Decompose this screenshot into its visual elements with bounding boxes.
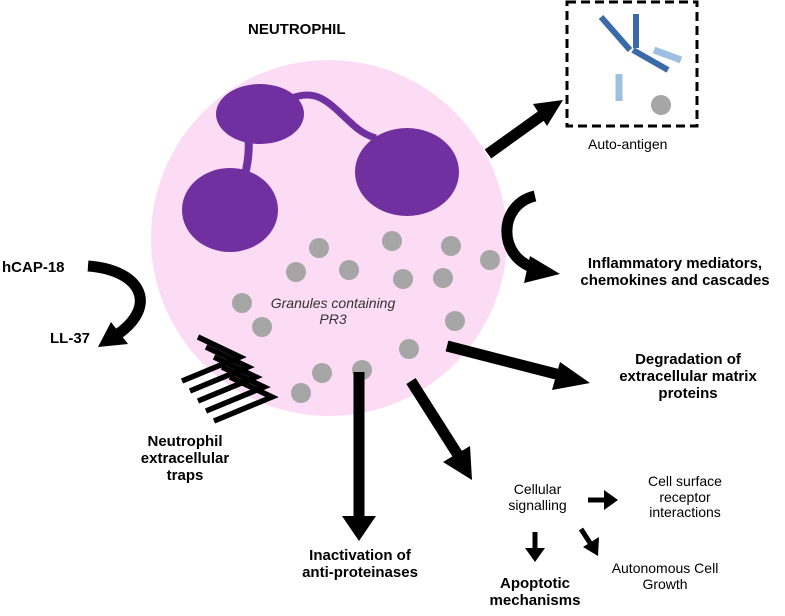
degradation-line: Degradation of [635, 351, 741, 368]
autonomous-line: Growth [642, 575, 688, 592]
antibody-icon [598, 14, 683, 115]
granules-label-line: PR3 [319, 310, 347, 327]
curved-arrow-inflammatory-head [524, 256, 560, 283]
granule [445, 311, 465, 331]
granule [252, 317, 272, 337]
chevron [204, 364, 271, 414]
arrow-to-degradation-head [552, 362, 590, 390]
granule [309, 238, 329, 258]
apoptotic-label: Apoptotic mechanisms [480, 575, 590, 610]
granule [382, 231, 402, 251]
nets-line: Neutrophil [147, 433, 223, 450]
degradation-label: Degradation of extracellular matrix prot… [598, 351, 778, 402]
granule [433, 268, 453, 288]
nucleus-bridge [290, 91, 377, 142]
autonomous-line: Autonomous Cell [611, 560, 719, 576]
inflammatory-line: Inflammatory mediators, [587, 255, 763, 272]
auto-antigen-box [565, 0, 699, 128]
arrow-to-apoptotic-head [525, 548, 545, 562]
apoptotic-line: mechanisms [489, 591, 581, 609]
autonomous-label: Autonomous Cell Growth [595, 560, 735, 592]
inactivation-label: Inactivation of anti-proteinases [285, 547, 435, 582]
nucleus-lobe-top [216, 84, 304, 144]
chevron [188, 344, 255, 394]
curved-arrow-inflammatory [501, 190, 560, 283]
receptor-line: interactions [649, 504, 721, 521]
arrow-to-antigen-shaft [484, 111, 545, 159]
granule [399, 339, 419, 359]
arrow-to-inactivation-head [342, 516, 376, 541]
granule [291, 383, 311, 403]
receptor-label: Cell surface receptor interactions [630, 473, 740, 521]
inactivation-line: Inactivation of [309, 547, 411, 564]
arrow-to-degradation-shaft [445, 340, 566, 382]
granules-label-line: Granules containing [270, 295, 396, 311]
signalling-line: signalling [508, 496, 567, 513]
nucleus [182, 84, 459, 252]
nets-chevrons [180, 334, 279, 424]
ll37-label: LL-37 [50, 330, 91, 347]
granule [312, 363, 332, 383]
chevron [212, 374, 279, 424]
inflammatory-label: Inflammatory mediators, chemokines and c… [570, 255, 780, 290]
receptor-line: receptor [659, 488, 711, 505]
granule [232, 293, 252, 313]
antibody-stem [631, 47, 670, 73]
auto-antigen-label: Auto-antigen [588, 136, 668, 152]
nucleus-lobe-right [355, 128, 459, 216]
granules [232, 231, 500, 403]
chevron [180, 334, 247, 384]
nets-line: extracellular [140, 449, 230, 467]
inactivation-line: anti-proteinases [302, 563, 418, 581]
granule [286, 262, 306, 282]
granule [480, 250, 500, 270]
nets-label: Neutrophil extracellular traps [130, 433, 240, 484]
signalling-line: Cellular [513, 481, 562, 497]
title-neutrophil: NEUTROPHIL [248, 21, 346, 38]
degradation-line: proteins [658, 384, 718, 402]
antibody-arm-left [598, 15, 633, 52]
arrow-to-autonomous-head [583, 537, 599, 556]
granule [393, 269, 413, 289]
curved-arrow-hcap-head [98, 322, 128, 347]
curved-arrow-hcap [87, 260, 146, 347]
hcap-label: hCAP-18 [2, 259, 65, 276]
nets-line: traps [166, 466, 204, 484]
granule [441, 236, 461, 256]
inflammatory-line: chemokines and cascades [580, 271, 770, 289]
straight-arrows [342, 100, 618, 562]
antigen-dot [651, 95, 671, 115]
arrow-to-receptor-head [604, 490, 618, 510]
degradation-line: extracellular matrix [619, 367, 757, 385]
nucleus-lobe-left [182, 168, 278, 252]
signalling-label: Cellular signalling [490, 481, 585, 513]
apoptotic-line: Apoptotic [500, 575, 570, 592]
curved-arrow-hcap-body [87, 260, 146, 339]
granules-label: Granules containing PR3 [268, 295, 398, 327]
chevron [196, 354, 263, 404]
arrow-to-signalling-shaft [406, 378, 463, 458]
arrow-to-antigen-head [533, 100, 563, 126]
antibody-fragment-right [652, 46, 683, 64]
granule [339, 260, 359, 280]
curved-arrow-inflammatory-body [501, 190, 537, 274]
arrow-to-signalling-head [443, 446, 472, 480]
receptor-line: Cell surface [648, 473, 722, 489]
